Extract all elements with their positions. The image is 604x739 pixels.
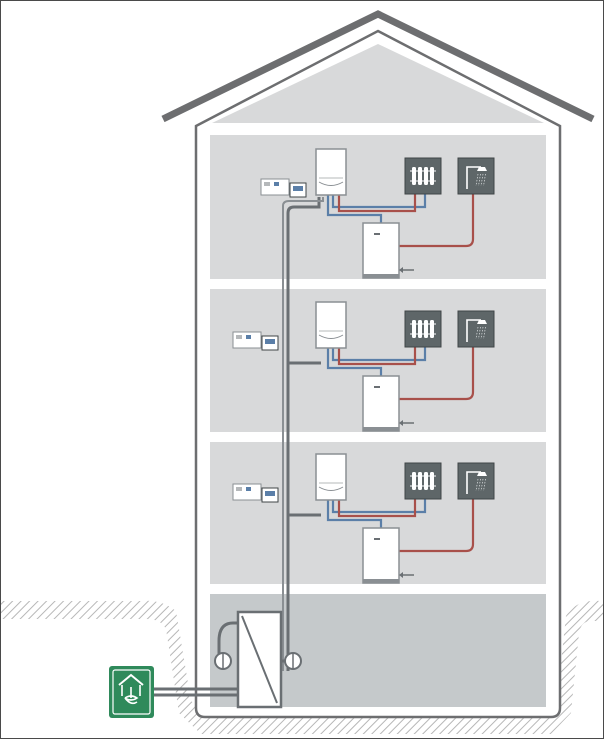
circulation-pump-icon [284,652,302,670]
circulation-pump-icon [214,652,232,670]
ground-source-icon [109,666,154,718]
heating-pipes [326,347,475,401]
floor-equipment [260,148,495,279]
radiator-icon [404,310,442,348]
room-controller [232,331,279,351]
heat-pump-unit [315,453,347,501]
hot-water-cylinder [362,375,414,432]
ground [1,600,603,734]
radiator-icon [404,462,442,500]
room-controller [232,483,279,503]
floor-equipment [232,453,495,584]
heating-pipes [326,499,475,553]
room-controller [260,178,307,198]
heating-pipes [326,194,475,248]
heat-exchanger [236,610,283,709]
shower-icon [457,462,495,500]
hot-water-cylinder [362,222,414,279]
heat-pump-unit [315,301,347,349]
radiator-icon [404,157,442,195]
hot-water-cylinder [362,527,414,584]
shower-icon [457,157,495,195]
heat-pump-unit [315,148,347,196]
shower-icon [457,310,495,348]
floor-equipment [232,301,495,432]
